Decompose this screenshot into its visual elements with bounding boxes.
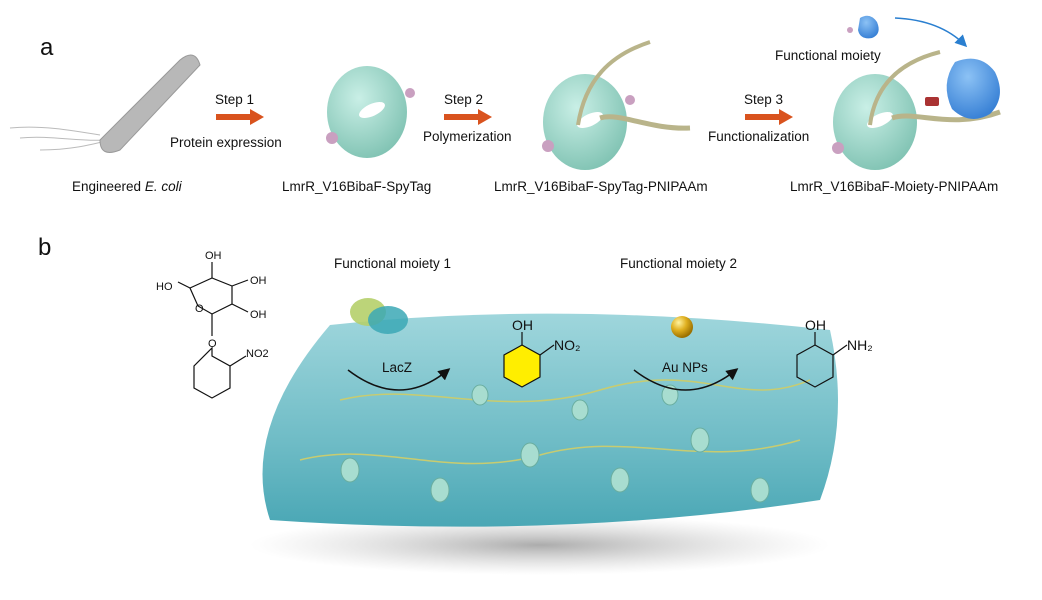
gold-nanoparticle-icon: [671, 316, 693, 338]
step-3-caption: Functionalization: [708, 129, 809, 144]
step-1-arrow: [216, 109, 264, 125]
hydrogel-shadow: [250, 515, 830, 575]
step-1: Step 1 Protein expression: [170, 92, 282, 150]
aminophenol-oh: OH: [805, 317, 826, 333]
step-2-arrow: [444, 109, 492, 125]
polymer-network: [299, 439, 801, 465]
panel-b-letter: b: [38, 234, 51, 261]
protein-torus-1: [326, 66, 415, 158]
step-1-caption: Protein expression: [170, 135, 282, 150]
nitrophenol-no2: NO₂: [554, 337, 580, 353]
moiety-2-title: Functional moiety 2: [620, 256, 737, 271]
substrate-oh-right: OH: [250, 275, 267, 287]
lacz-enzyme-icon: [350, 298, 408, 334]
hydrogel-slab: [262, 313, 838, 527]
nitrophenol-oh: OH: [512, 317, 533, 333]
step-2-caption: Polymerization: [423, 129, 512, 144]
panel-a-letter: a: [40, 34, 54, 61]
aunp-label: Au NPs: [662, 360, 708, 375]
step-2: Step 2 Polymerization: [423, 92, 512, 144]
caption-construct-1: LmrR_V16BibaF-SpyTag: [282, 179, 431, 194]
nitrophenol-structure: OH NO₂: [503, 317, 580, 388]
substrate-oh-lower: OH: [250, 309, 267, 321]
aminophenol-nh2: NH₂: [847, 337, 873, 353]
substrate-no2: NO2: [246, 348, 269, 360]
lacz-label: LacZ: [382, 360, 412, 375]
substrate-oh-top: OH: [205, 250, 222, 262]
caption-construct-2: LmrR_V16BibaF-SpyTag-PNIPAAm: [494, 179, 708, 194]
step-3-arrow: [745, 109, 793, 125]
moiety-1-title: Functional moiety 1: [334, 256, 451, 271]
caption-ecoli-prefix: Engineered: [72, 179, 145, 194]
substrate-structure: [177, 262, 249, 399]
substrate-ring-o: O: [195, 303, 204, 315]
step-3-label: Step 3: [744, 92, 783, 107]
step-3: Step 3 Functionalization: [708, 92, 809, 144]
hydrogel-proteins: [340, 384, 770, 503]
functional-moiety-label: Functional moiety: [775, 48, 881, 63]
protein-polymer-2: [542, 40, 691, 170]
moiety-blob-small: [858, 15, 879, 39]
step-2-label: Step 2: [444, 92, 483, 107]
caption-ecoli: Engineered E. coli: [72, 179, 183, 194]
caption-ecoli-italic: E. coli: [145, 179, 183, 194]
caption-construct-3: LmrR_V16BibaF-Moiety-PNIPAAm: [790, 179, 998, 194]
lacz-reaction-arrow: [347, 368, 451, 391]
functional-moiety-illustration: Functional moiety: [775, 15, 968, 63]
moiety-arrow: [894, 17, 968, 48]
substrate-link-o: O: [208, 338, 217, 350]
aminophenol-structure: OH NH₂: [796, 317, 873, 388]
protein-moiety-polymer-3: [832, 50, 1001, 170]
step-1-label: Step 1: [215, 92, 254, 107]
aunp-reaction-arrow: [633, 368, 739, 391]
ecoli-illustration: [9, 54, 201, 153]
substrate-ho: HO: [156, 281, 173, 293]
